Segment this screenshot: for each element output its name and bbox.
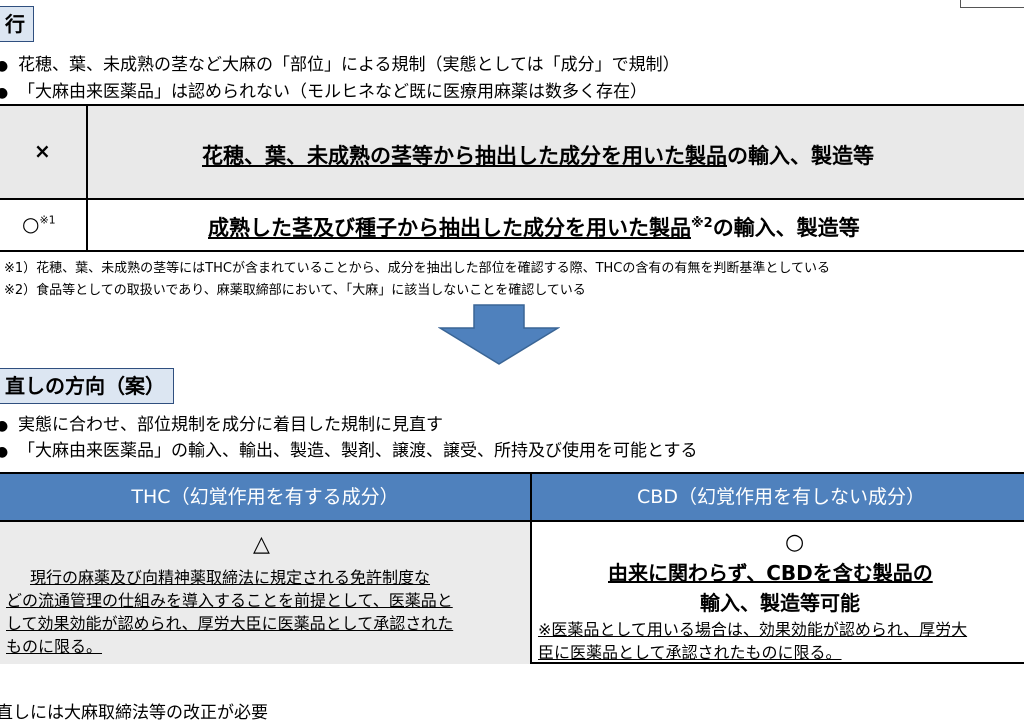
proposed-regulation-table: THC（幻覚作用を有する成分） CBD（幻覚作用を有しない成分） △ 現行の麻薬… (0, 472, 1024, 664)
bullet-dot-icon: ● (0, 58, 9, 74)
bullet-dot-icon: ● (0, 418, 9, 434)
thc-header: THC（幻覚作用を有する成分） (0, 474, 530, 520)
prohibited-row-background (0, 106, 1024, 198)
bullet-item: ●実態に合わせ、部位規制を成分に着目した規制に見直す (0, 410, 443, 435)
triangle-mark: △ (253, 532, 270, 557)
row-divider (0, 198, 1024, 200)
current-regulation-table: × 花穂、葉、未成熟の茎等から抽出した成分を用いた製品の輸入、製造等 ○※1 成… (0, 104, 1024, 252)
section-label-review: 直しの方向（案） (0, 368, 174, 404)
thc-condition-text: 現行の麻薬及び向精神薬取締法に規定される免許制度な どの流通管理の仕組みを導入す… (6, 568, 454, 656)
mark-column (0, 106, 88, 250)
permitted-products-text: 成熟した茎及び種子から抽出した成分を用いた製品※2の輸入、製造等 (208, 216, 860, 240)
footnote-2: ※2）食品等としての取扱いであり、麻薬取締部において、「大麻」に該当しないことを… (4, 283, 586, 298)
cbd-main-text: 由来に関わらず、CBDを含む製品の 輸入、製造等可能 (608, 561, 933, 615)
prohibited-products-text: 花穂、葉、未成熟の茎等から抽出した成分を用いた製品の輸入、製造等 (202, 144, 874, 168)
circle-mark: ○※1 (22, 212, 56, 236)
bullet-dot-icon: ● (0, 85, 9, 101)
cbd-note-text: ※医薬品として用いる場合は、効果効能が認められ、厚労大 臣に医薬品として承認され… (538, 620, 968, 662)
bullet-item: ●「大麻由来医薬品」の輸入、輸出、製造、製剤、譲渡、譲受、所持及び使用を可能とす… (0, 436, 698, 461)
circle-mark: ○ (785, 530, 805, 555)
cross-mark: × (34, 139, 51, 163)
bullet-item: ●花穂、葉、未成熟の茎など大麻の「部位」による規制（実態としては「成分」で規制） (0, 50, 680, 75)
column-divider (530, 474, 532, 662)
corner-frame (960, 0, 1024, 8)
section-label-current: 行 (0, 6, 34, 42)
down-arrow-icon (438, 304, 560, 365)
footer-note: 直しには大麻取締法等の改正が必要 (0, 703, 268, 723)
header-divider (0, 520, 1024, 522)
bullet-item: ●「大麻由来医薬品」は認められない（モルヒネなど既に医療用麻薬は数多く存在） (0, 77, 647, 102)
bullet-dot-icon: ● (0, 444, 9, 460)
cbd-header: CBD（幻覚作用を有しない成分） (532, 474, 1024, 520)
footnote-1: ※1）花穂、葉、未成熟の茎等にはTHCが含まれていることから、成分を抽出した部位… (4, 261, 830, 276)
thc-cell (0, 522, 530, 664)
